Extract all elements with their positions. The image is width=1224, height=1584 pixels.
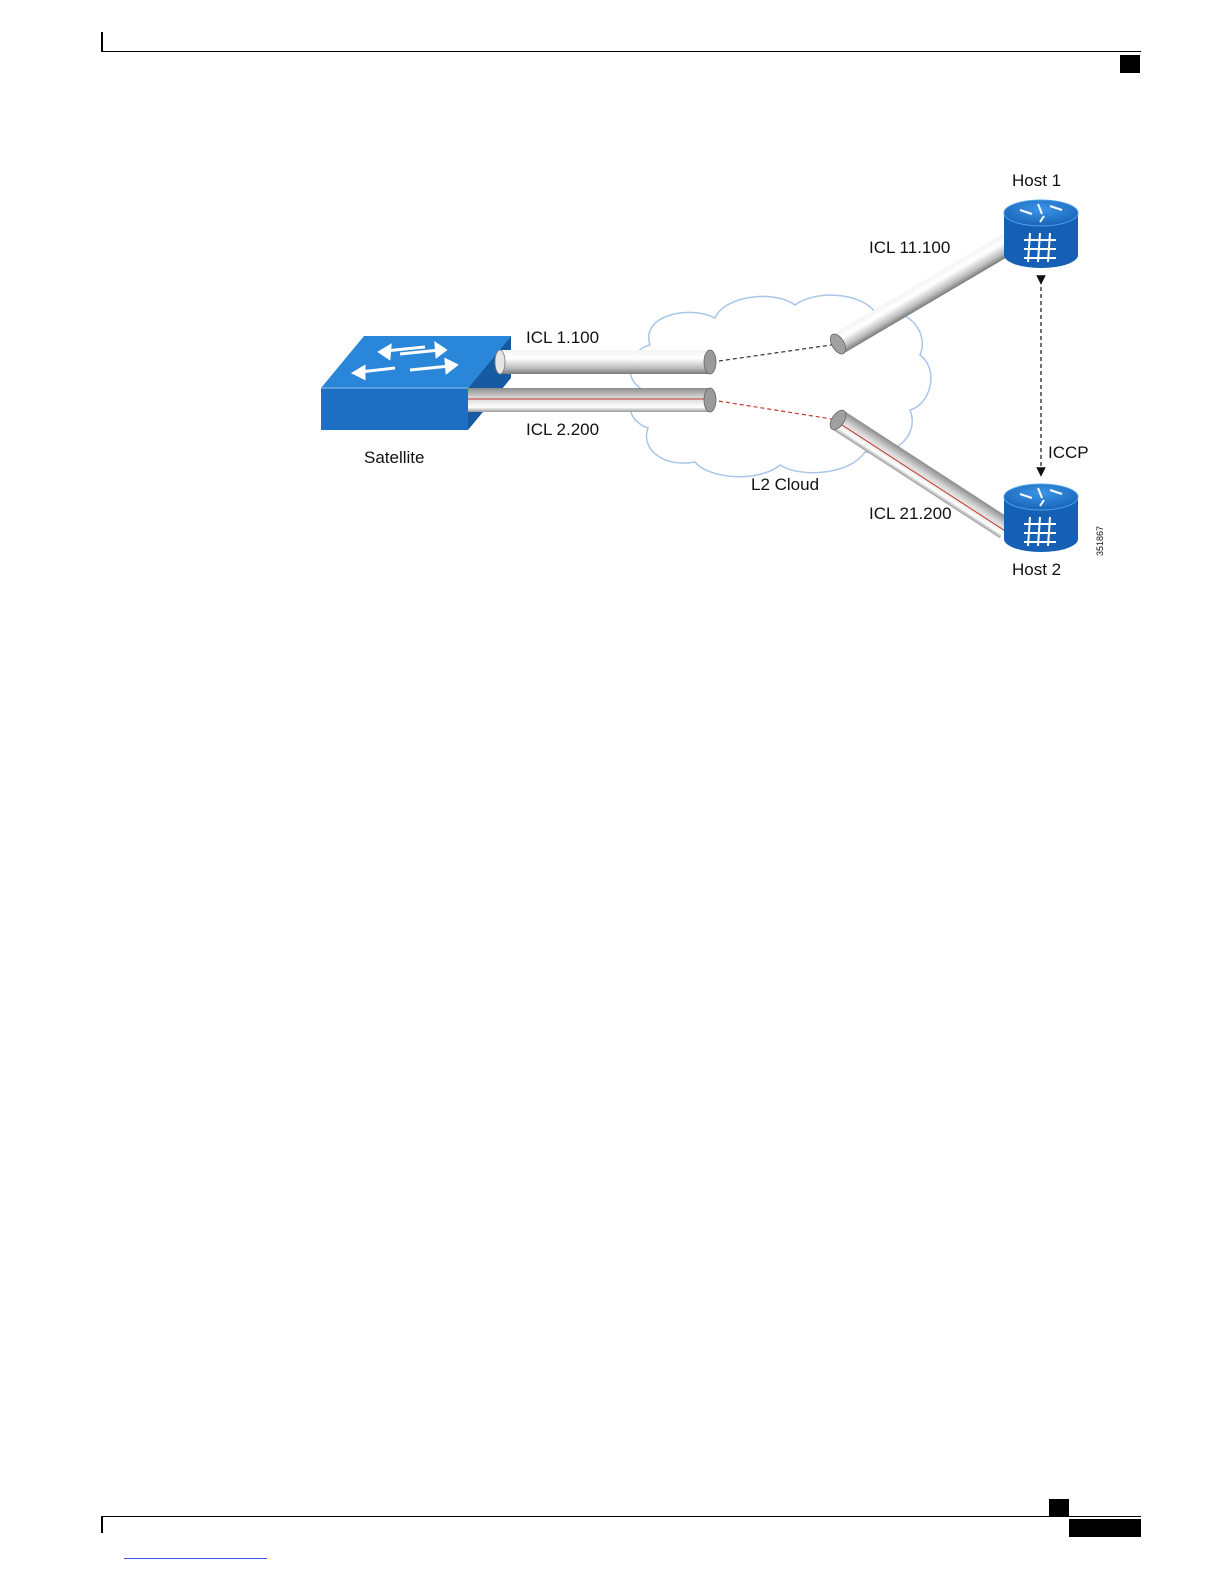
footer-page-tab [1069,1519,1141,1537]
label-host2: Host 2 [1012,560,1061,579]
satellite-switch-icon [321,336,511,430]
label-iccp: ICCP [1048,443,1089,462]
label-icl-11-100: ICL 11.100 [869,238,950,257]
label-l2-cloud: L2 Cloud [751,475,819,494]
label-icl-1-100: ICL 1.100 [526,328,599,347]
host2-router-icon [1004,484,1078,552]
figure-id: 351867 [1095,526,1105,556]
label-satellite: Satellite [364,448,424,467]
footer-rule [101,1516,1141,1517]
footer-marker [1049,1499,1069,1516]
label-host1: Host 1 [1012,171,1061,190]
footer-link-underline[interactable] [124,1558,267,1559]
host1-router-icon [1004,200,1078,268]
footer-tick [101,1516,103,1533]
tube-icl-1-100 [495,350,716,374]
label-icl-21-200: ICL 21.200 [869,504,952,523]
tube-icl-2-200 [468,388,716,412]
label-icl-2-200: ICL 2.200 [526,420,599,439]
